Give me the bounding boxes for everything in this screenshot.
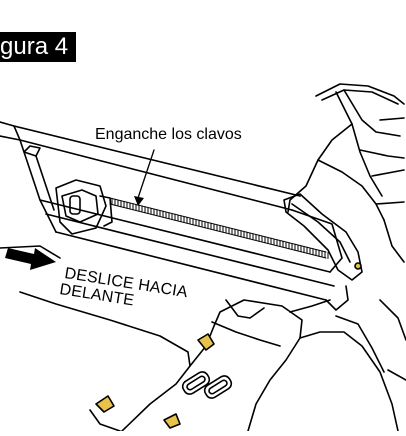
pusher-block [55,179,113,235]
nail-callout-label: Enganche los clavos [95,126,242,143]
handle-housing [287,83,405,263]
latch-clip [283,193,363,281]
callout-arrowhead [134,196,144,206]
base-slots [181,371,233,399]
figure-label: gura 4 [0,32,77,62]
base-tabs [89,333,215,432]
right-arrow-icon [5,248,56,270]
nail-strip [109,197,329,259]
callout-leader [137,149,155,199]
nail-channel [19,139,349,311]
base-housing [0,245,406,432]
